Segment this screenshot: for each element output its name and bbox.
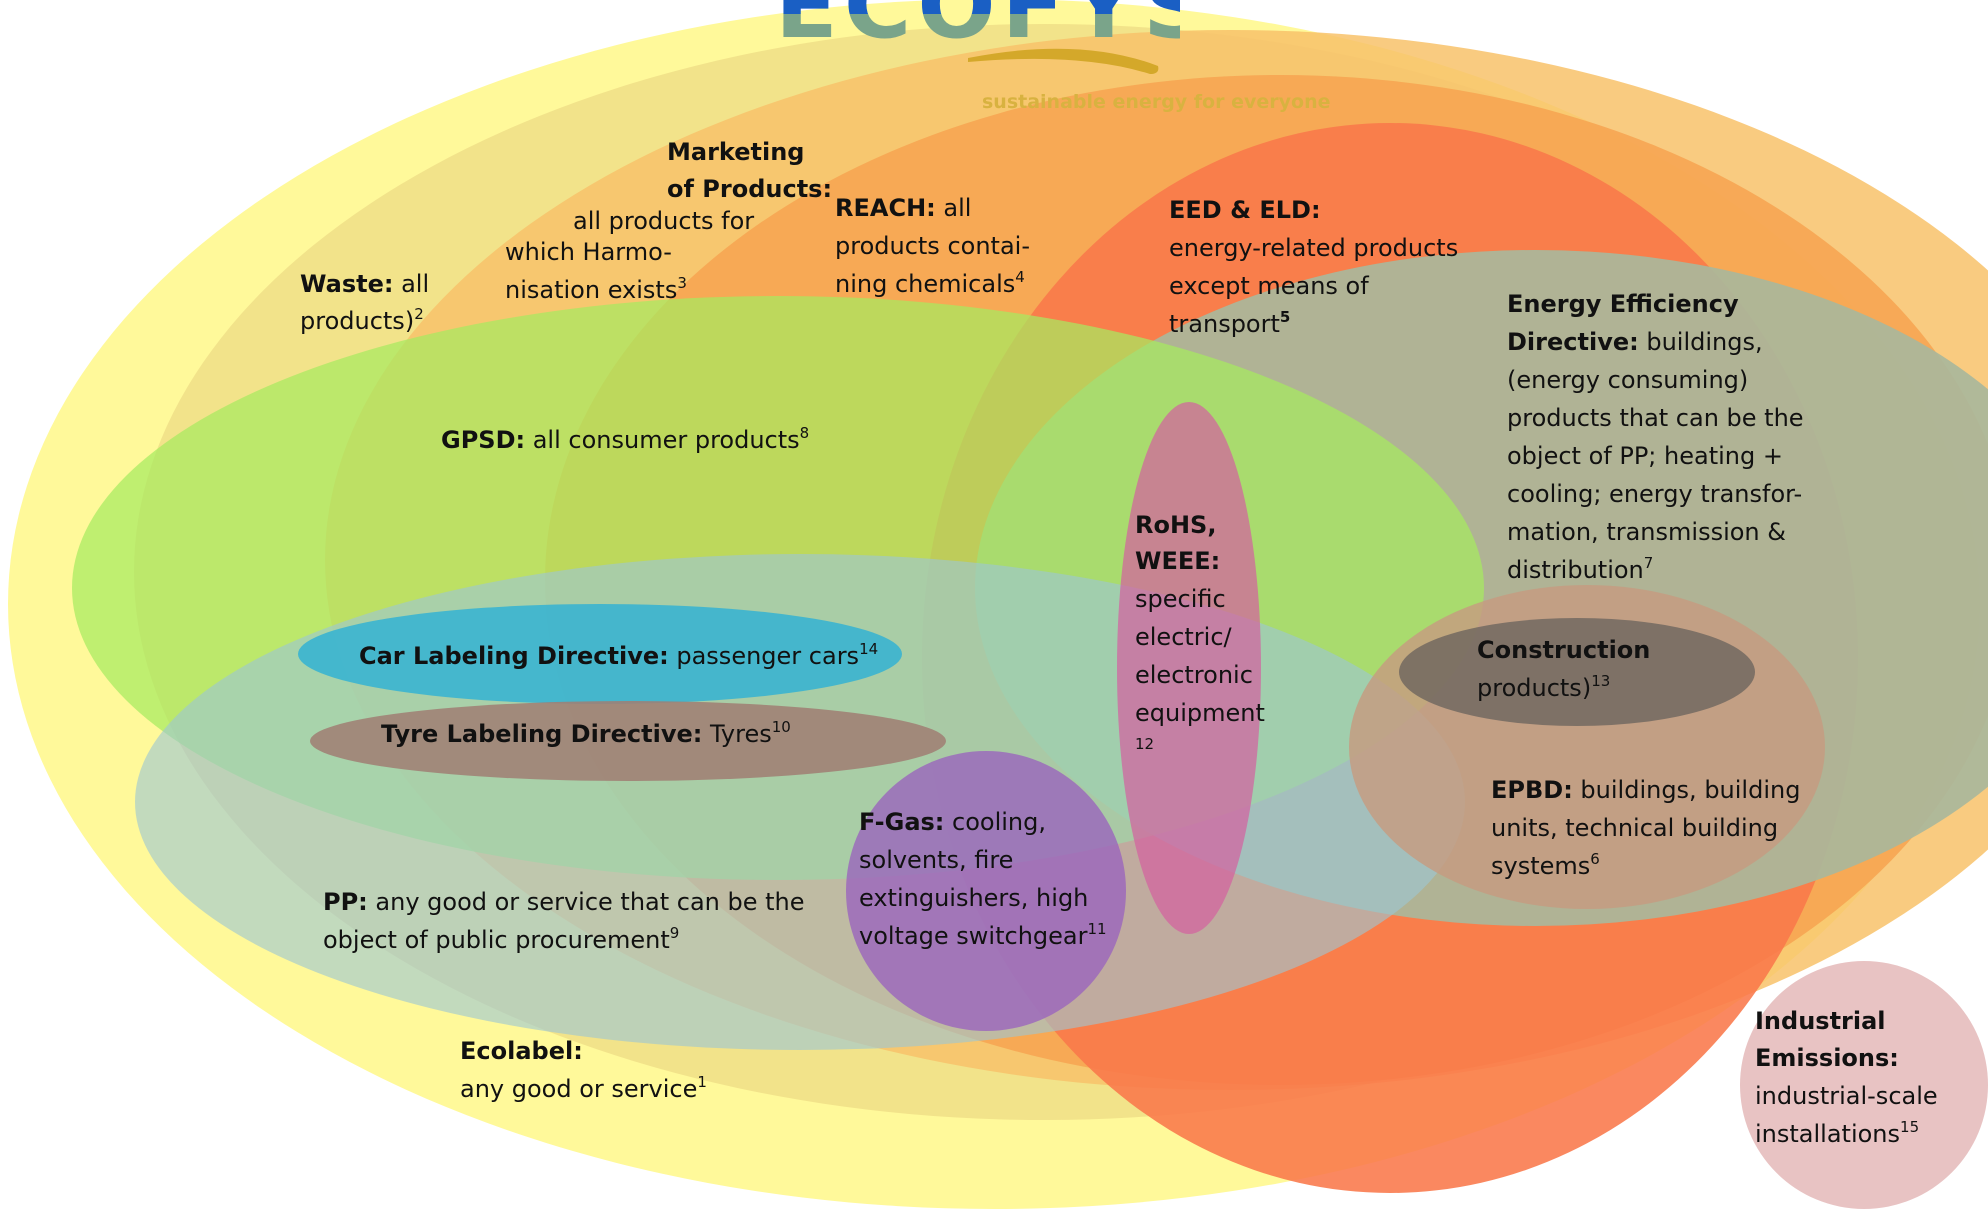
car-labeling-label: Car Labeling Directive: passenger cars14 xyxy=(359,640,878,670)
fgas-region xyxy=(846,751,1126,1031)
ecolabel-label: Ecolabel: any good or service1 xyxy=(460,1037,707,1103)
industrial-emissions-region xyxy=(1740,961,1988,1209)
tyre-labeling-label: Tyre Labeling Directive: Tyres10 xyxy=(381,718,791,748)
epbd-label: EPBD: buildings, building units, technic… xyxy=(1491,776,1808,880)
rohs-weee-region xyxy=(1117,402,1261,934)
energy-efficiency-label: Energy Efficiency Directive: buildings, … xyxy=(1507,290,1811,584)
svg-text:ECOFYS: ECOFYS xyxy=(775,0,1215,59)
waste-label: Waste: all products)2 xyxy=(300,270,437,335)
construction-region xyxy=(1399,618,1755,726)
gpsd-label: GPSD: all consumer products8 xyxy=(441,424,809,454)
logo-swoosh xyxy=(968,48,1159,74)
eed-eld-label: EED & ELD: energy-related products excep… xyxy=(1169,196,1466,338)
svg-text:ECOFYS: ECOFYS xyxy=(775,0,1215,59)
reach-label: REACH: all products contai- ning chemica… xyxy=(835,194,1038,298)
car-labeling-region xyxy=(298,604,902,704)
tyre-labeling-region xyxy=(310,701,946,781)
rohs-weee-label: RoHS, WEEE: specific electric/ electroni… xyxy=(1135,511,1273,753)
ecofys-logo: ECOFYS ECOFYS sustainable energy for eve… xyxy=(775,0,1330,113)
fgas-label: F-Gas: cooling, solvents, fire extinguis… xyxy=(859,808,1107,950)
pp-label: PP: any good or service that can be the … xyxy=(323,888,812,954)
marketing-label: Marketing of Products: all products for … xyxy=(505,138,840,304)
svg-text:sustainable energy for everyon: sustainable energy for everyone xyxy=(982,91,1330,113)
construction-label: Construction products)13 xyxy=(1477,636,1658,702)
industrial-emissions-label: Industrial Emissions: industrial-scale i… xyxy=(1755,1007,1945,1148)
